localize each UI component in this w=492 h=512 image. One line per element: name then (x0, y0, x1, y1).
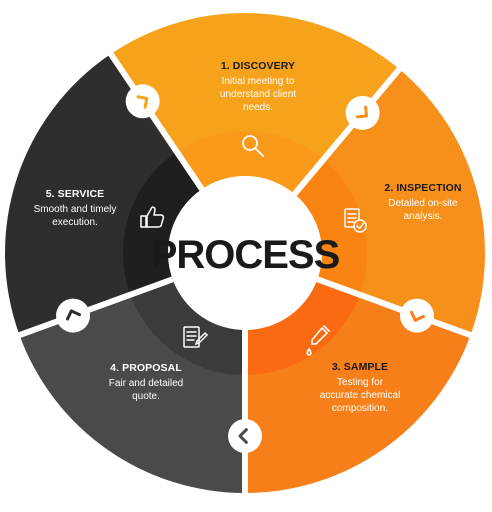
inner-ring-inspection (294, 159, 367, 295)
connector-circle (399, 298, 434, 333)
connector-circle (125, 84, 160, 119)
document-icon (183, 326, 209, 348)
connector-circle (56, 298, 91, 333)
step-desc-line: Initial meeting to (222, 76, 295, 87)
center-circle (168, 176, 322, 330)
segment-divider (292, 65, 403, 196)
step-title: 3. SAMPLE (332, 361, 388, 373)
step-desc-line: Fair and detailed (109, 378, 184, 389)
chevron-arrow-icon (399, 298, 434, 333)
step-title: 4. PROPOSAL (110, 362, 182, 374)
step-desc-line: understand client (220, 89, 296, 100)
chevron-stroke (409, 310, 425, 322)
segment-divider (316, 276, 474, 339)
step-desc-line: needs. (243, 102, 273, 113)
chevron-arrow-icon (125, 84, 160, 119)
segment-divider (16, 276, 174, 339)
connector-circle (228, 419, 262, 453)
chevron-stroke (136, 95, 149, 109)
step-desc-line: Testing for (337, 377, 384, 388)
chevron-stroke (66, 309, 81, 321)
chevron-arrow-icon (56, 298, 91, 333)
sample-dropper-icon (306, 325, 330, 356)
step-desc-line: Smooth and timely (34, 204, 117, 215)
segment-divider (107, 50, 205, 191)
chevron-stroke (238, 428, 248, 444)
thumbs-up-icon (140, 206, 165, 228)
step-title: 5. SERVICE (46, 188, 105, 200)
connector-circle (345, 95, 380, 130)
step-desc-line: quote. (132, 391, 160, 402)
step-sample: 3. SAMPLE Testing for accurate chemical … (320, 361, 401, 414)
step-title: 1. DISCOVERY (221, 60, 295, 72)
checklist-icon (344, 208, 367, 233)
step-title: 2. INSPECTION (384, 182, 461, 194)
segment-dividers (16, 50, 474, 495)
step-inspection: 2. INSPECTION Detailed on-site analysis. (384, 182, 461, 222)
chevron-arrow-icon (345, 95, 380, 130)
step-desc-line: accurate chemical (320, 390, 401, 401)
center-title: PROCESS (151, 233, 340, 277)
inner-ring-sample (245, 279, 360, 375)
step-desc-line: analysis. (404, 211, 443, 222)
magnifier-icon (242, 135, 264, 157)
step-desc-line: Detailed on-site (388, 198, 458, 209)
step-proposal: 4. PROPOSAL Fair and detailed quote. (109, 362, 184, 402)
step-service: 5. SERVICE Smooth and timely execution. (34, 188, 117, 228)
step-discovery: 1. DISCOVERY Initial meeting to understa… (220, 60, 296, 113)
chevron-arrow-icon (228, 419, 262, 453)
step-desc-line: composition. (332, 403, 388, 414)
connectors (56, 84, 434, 453)
inner-ring-discovery (176, 131, 324, 195)
step-desc-line: execution. (52, 217, 98, 228)
chevron-stroke (355, 105, 368, 119)
